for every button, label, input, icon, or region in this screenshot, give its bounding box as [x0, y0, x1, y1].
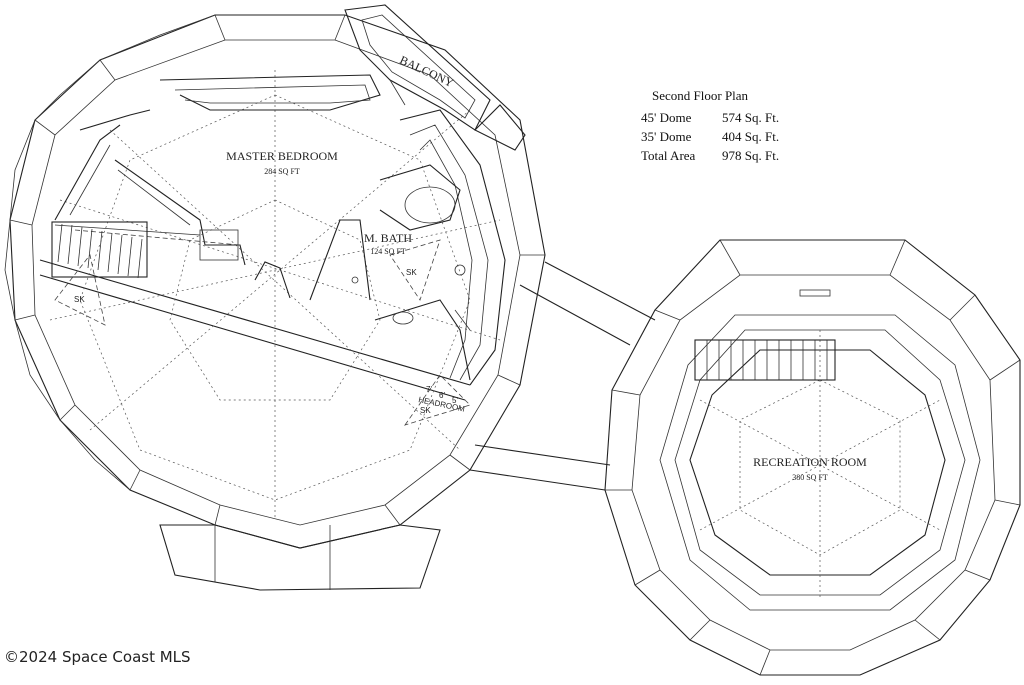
balcony-label: BALCONY [397, 53, 456, 90]
legend-row-value-1: 574 Sq. Ft. [722, 110, 779, 125]
m-bath-area: 124 SQ FT [370, 247, 406, 256]
area-legend: Second Floor Plan 45' Dome 574 Sq. Ft. 3… [641, 88, 779, 163]
watermark-text: ©2024 Space Coast MLS [4, 648, 191, 666]
headroom-6ft: 6' [439, 391, 445, 400]
balcony [344, 4, 526, 151]
master-bedroom-walls [51, 74, 506, 426]
sk-label-1: SK [74, 295, 85, 304]
legend-row-label-1: 45' Dome [641, 110, 692, 125]
sk-label-2: SK [406, 268, 417, 277]
recreation-room-area: 380 SQ FT [792, 473, 828, 482]
master-bedroom-area: 284 SQ FT [264, 167, 300, 176]
recreation-room-label: RECREATION ROOM [753, 455, 867, 469]
stair-right [694, 339, 836, 381]
headroom-5ft: 5' [452, 396, 458, 405]
legend-title: Second Floor Plan [652, 88, 749, 103]
small-dome [604, 239, 1021, 676]
m-bath-label: M. BATH [364, 231, 412, 245]
legend-row-value-2: 404 Sq. Ft. [722, 129, 779, 144]
headroom-7ft: 7' [426, 385, 432, 394]
stair-left [51, 221, 148, 279]
legend-row-label-3: Total Area [641, 148, 696, 163]
legend-row-label-2: 35' Dome [641, 129, 692, 144]
legend-row-value-3: 978 Sq. Ft. [722, 148, 779, 163]
connector-walkway [469, 261, 656, 491]
sk-label-3: SK [420, 406, 431, 415]
large-dome [4, 14, 546, 591]
master-bedroom-label: MASTER BEDROOM [226, 149, 338, 163]
